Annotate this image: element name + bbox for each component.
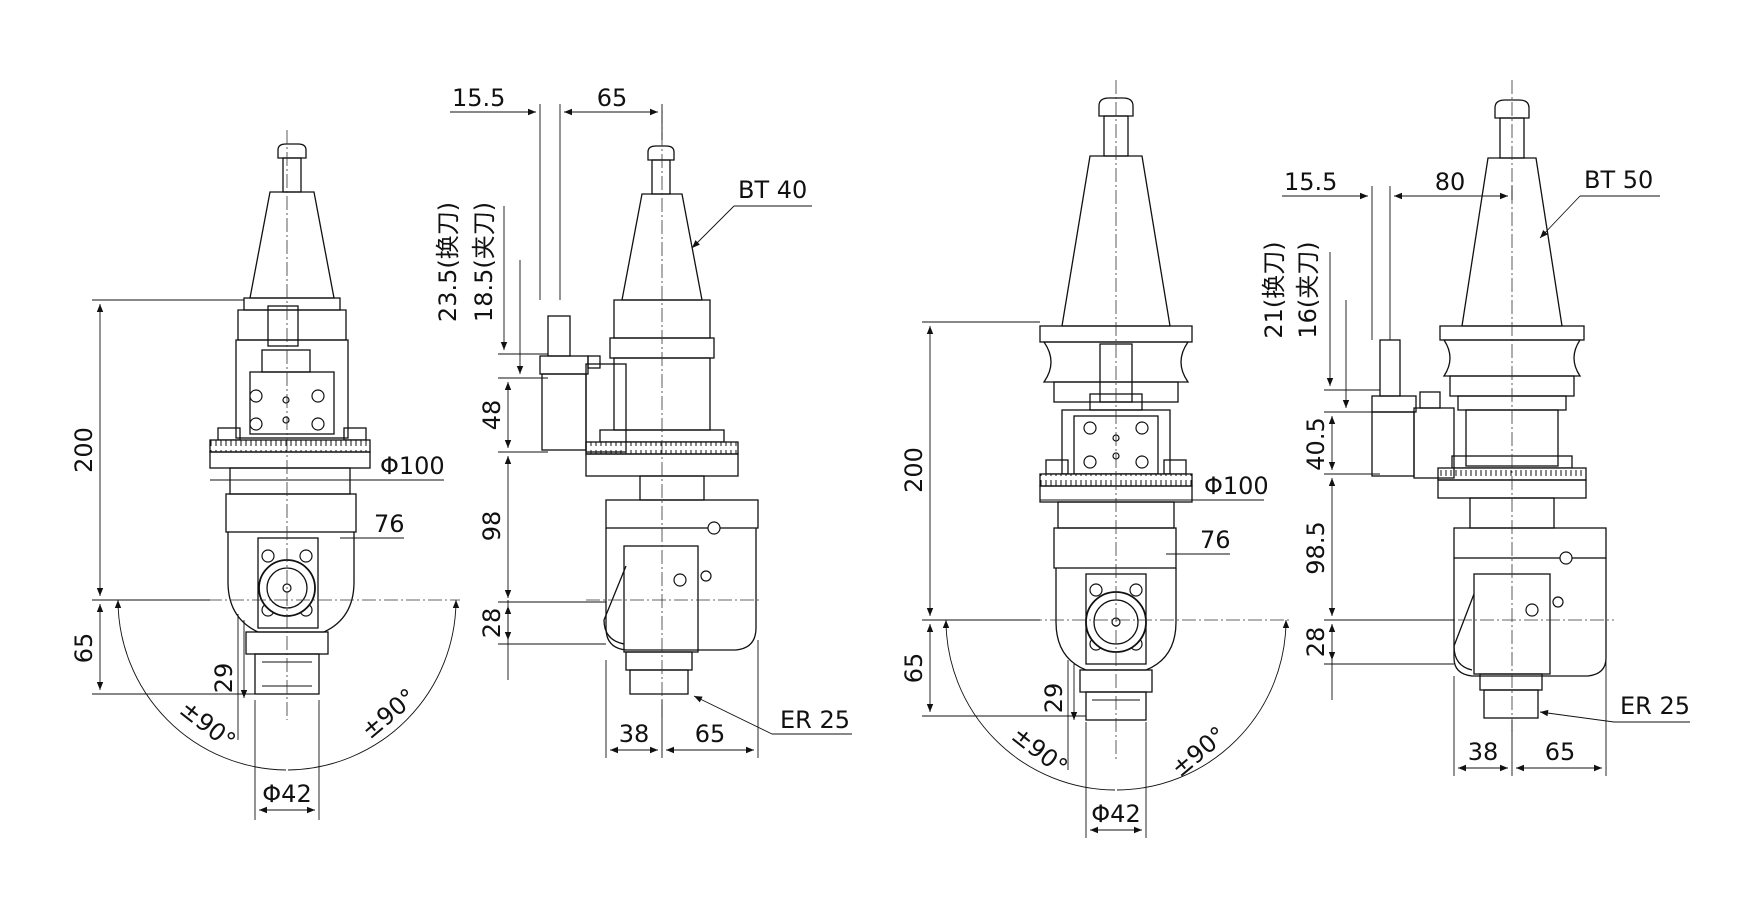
- bt50-front-dim-d42: Φ42: [1091, 800, 1140, 828]
- bt40-side-dim-change: 23.5(换刀): [434, 202, 462, 322]
- bt50-front-dim-65: 65: [900, 653, 928, 684]
- bt40-side-dim-clamp: 18.5(夹刀): [470, 202, 498, 322]
- bt40-side-label-collet: ER 25: [780, 706, 850, 734]
- bt40-side-dim-98: 98: [478, 511, 506, 542]
- bt50-side-dim-98-5: 98.5: [1302, 521, 1330, 574]
- bt50-side-dim-change: 21(换刀): [1260, 241, 1288, 338]
- bt50-side-dim-15-5: 15.5: [1284, 168, 1337, 196]
- bt40-side-label-taper: BT 40: [738, 176, 807, 204]
- bt50-front-view: 200 65 29 Φ100 76 Φ42 ±90° ±90°: [900, 80, 1290, 838]
- bt40-side-view: 15.5 65 23.5(换刀) 18.5(夹刀) 48 98 28 BT 40…: [434, 84, 852, 758]
- bt40-front-dim-d42: Φ42: [262, 780, 311, 808]
- bt50-front-dim-29: 29: [1040, 683, 1068, 714]
- bt50-side-dim-80: 80: [1435, 168, 1466, 196]
- bt40-front-dim-d100: Φ100: [380, 452, 445, 480]
- bt40-front-dim-65: 65: [70, 633, 98, 664]
- bt40-side-dim-65-top: 65: [597, 84, 628, 112]
- bt40-side-dim-38: 38: [619, 720, 650, 748]
- bt40-front-dim-200: 200: [70, 427, 98, 473]
- bt50-side-dim-28: 28: [1302, 627, 1330, 658]
- bt40-front-dim-29: 29: [210, 663, 238, 694]
- bt40-side-dim-28: 28: [478, 608, 506, 639]
- bt50-front-dim-76: 76: [1200, 526, 1231, 554]
- bt50-side-dim-clamp: 16(夹刀): [1294, 241, 1322, 338]
- bt50-front-dim-d100: Φ100: [1204, 472, 1269, 500]
- bt50-side-dim-65-bottom: 65: [1545, 738, 1576, 766]
- bt50-side-label-taper: BT 50: [1584, 166, 1653, 194]
- bt40-front-view: 200 65 29 Φ100 76 Φ42 ±90° ±90°: [70, 130, 460, 820]
- bt50-side-label-collet: ER 25: [1620, 692, 1690, 720]
- bt50-front-angle-right: ±90°: [1166, 721, 1232, 783]
- bt50-front-dim-200: 200: [900, 447, 928, 493]
- bt40-side-dim-15-5: 15.5: [452, 84, 505, 112]
- bt40-front-angle-left: ±90°: [174, 695, 241, 756]
- bt40-side-dim-65-bottom: 65: [695, 720, 726, 748]
- bt50-side-dim-40-5: 40.5: [1302, 417, 1330, 470]
- bt40-side-dim-48: 48: [478, 400, 506, 431]
- bt40-front-dim-76: 76: [374, 510, 405, 538]
- bt50-side-view: 15.5 80 21(换刀) 16(夹刀) 40.5 98.5 28 BT 50…: [1260, 80, 1690, 776]
- bt50-side-dim-38: 38: [1468, 738, 1499, 766]
